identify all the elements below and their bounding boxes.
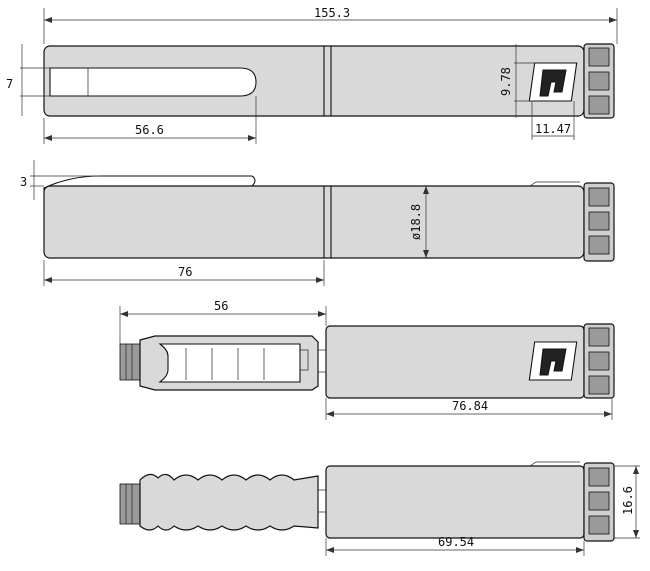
pen-body-side (43, 185, 585, 259)
dim-total-length: 155.3 (43, 6, 618, 44)
end-knob-open (583, 323, 615, 399)
dim-barrel-diameter: ø18.8 (409, 186, 429, 258)
logo-window-open (528, 341, 578, 381)
view-top-closed: 155.3 7 (6, 6, 618, 144)
dim-window-width: 11.47 (531, 101, 575, 140)
pocket-clip (49, 67, 257, 97)
dim-exposed-length: 56 (119, 299, 327, 346)
dim-label-total: 155.3 (314, 6, 350, 20)
dim-label-cap-length: 76 (178, 265, 192, 279)
dim-clip-height: 7 (6, 44, 50, 116)
view-side-closed: 3 ø18.8 76 (20, 160, 615, 286)
dim-label-clip-height: 7 (6, 77, 13, 91)
pen-barrel-side (325, 465, 585, 539)
dim-label-clip-offset: 3 (20, 175, 27, 189)
logo-window (528, 62, 578, 102)
end-knob-side (583, 182, 615, 262)
dim-label-end-diameter: 16.6 (621, 486, 635, 515)
nib-section-side (119, 483, 141, 525)
dim-label-window-width: 11.47 (535, 122, 571, 136)
dim-label-exposed-length: 56 (214, 299, 228, 313)
nib-section (119, 343, 141, 381)
dim-label-window-height: 9.78 (499, 67, 513, 96)
dim-end-diameter: 16.6 (614, 465, 640, 539)
dim-label-clip-length: 56.6 (135, 123, 164, 137)
end-knob-side-open (583, 462, 615, 542)
end-knob (583, 43, 615, 119)
dim-label-body-length-side: 69.54 (438, 535, 474, 549)
view-side-open: 16.6 69.54 (119, 461, 640, 556)
dim-clip-length: 56.6 (43, 96, 257, 144)
dim-clip-offset: 3 (20, 160, 100, 200)
view-top-open: 56 (119, 299, 615, 420)
dim-cap-length: 76 (43, 260, 325, 286)
grip-section-side (139, 473, 319, 531)
dim-window-height: 9.78 (499, 44, 534, 118)
dim-label-barrel-diameter: ø18.8 (409, 204, 423, 240)
dim-body-length-side: 69.54 (325, 535, 585, 556)
dim-label-body-length-open: 76.84 (452, 399, 488, 413)
dim-body-length-open: 76.84 (325, 398, 613, 420)
